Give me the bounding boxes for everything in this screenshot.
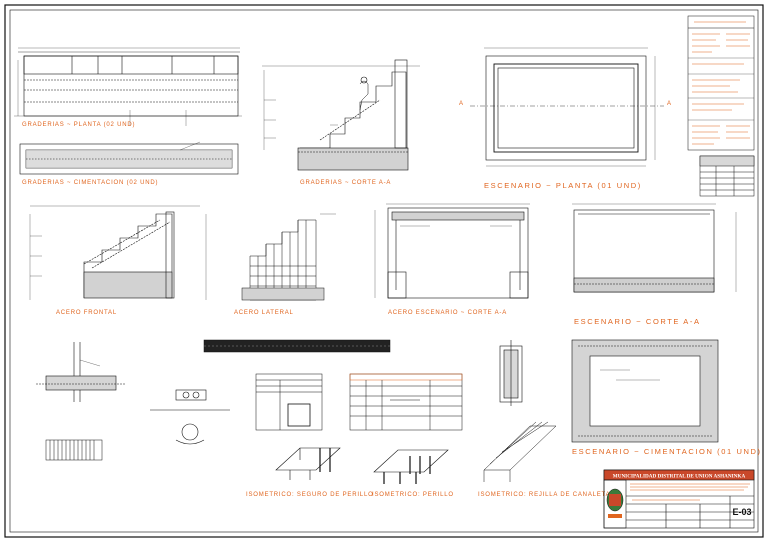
pipe-details xyxy=(150,389,230,445)
outer-frame xyxy=(4,4,764,538)
label-graderias-planta: GRADERIAS ~ PLANTA (02 UND) xyxy=(22,122,135,128)
title-block-sheet-code: E-03 xyxy=(732,507,751,517)
acero-frontal-view xyxy=(29,205,200,300)
label-isometrico-rejilla: ISOMETRICO: REJILLA DE CANALETA xyxy=(478,492,610,498)
escenario-planta-view xyxy=(470,47,664,167)
escenario-cimentacion-view xyxy=(571,339,719,443)
canaleta-detail xyxy=(45,439,103,461)
label-isometrico-seguro: ISOMETRICO: SEGURO DE PERILLO xyxy=(246,492,374,498)
graderias-cimentacion-view xyxy=(19,141,239,175)
escenario-corte-view xyxy=(572,203,737,293)
legend-table xyxy=(699,155,755,197)
graderias-planta-view xyxy=(14,47,242,126)
label-acero-lateral: ACERO LATERAL xyxy=(234,310,294,316)
label-escenario-planta: ESCENARIO ~ PLANTA (01 UND) xyxy=(484,181,642,190)
graderia-corte-view xyxy=(262,59,420,171)
canaleta-section xyxy=(499,340,523,406)
specs-panel xyxy=(687,15,755,151)
title-block-municipality: MUNICIPALIDAD DISTRITAL DE UNION ASHANIN… xyxy=(613,474,746,480)
isometrico-rejilla-sketch xyxy=(483,421,557,482)
label-graderias-cimentacion: GRADERIAS ~ CIMENTACION (02 UND) xyxy=(22,180,158,186)
label-escenario-corte: ESCENARIO ~ CORTE A-A xyxy=(574,317,701,326)
rejilla-bar xyxy=(203,339,391,353)
label-isometrico-perillo: ISOMETRICO: PERILLO xyxy=(372,492,454,498)
label-acero-escenario: ACERO ESCENARIO ~ CORTE A-A xyxy=(388,310,507,316)
section-marker-left: A xyxy=(459,101,464,107)
isometrico-seguro-sketch xyxy=(275,447,341,480)
table-1 xyxy=(255,373,323,431)
specs-panel-text-lines xyxy=(692,21,750,145)
isometrico-perillo-sketch xyxy=(373,449,449,484)
title-block-text-lines xyxy=(630,483,750,501)
inner-frame xyxy=(9,9,759,533)
column-detail xyxy=(36,342,126,402)
acero-escenario-view xyxy=(374,203,530,299)
label-acero-frontal: ACERO FRONTAL xyxy=(56,310,117,316)
municipal-seal-icon xyxy=(606,488,624,518)
title-block xyxy=(603,469,755,529)
label-escenario-cimentacion: ESCENARIO ~ CIMENTACION (01 UND) xyxy=(572,447,762,456)
acero-lateral-view xyxy=(205,213,336,301)
table-2 xyxy=(349,373,463,431)
label-graderia-corte: GRADERIAS ~ CORTE A-A xyxy=(300,180,391,186)
section-marker-right: A xyxy=(667,101,672,107)
